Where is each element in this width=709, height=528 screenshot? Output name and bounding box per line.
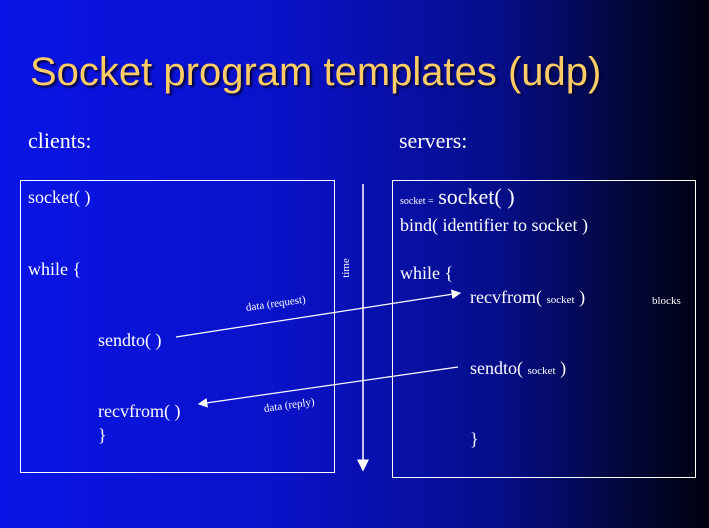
server-recvfrom-arg: socket <box>546 294 575 306</box>
request-arrow <box>175 289 462 338</box>
client-while: while { <box>28 259 82 279</box>
server-blocks-note: blocks <box>652 295 681 307</box>
server-bind: bind( identifier to socket ) <box>400 215 588 235</box>
clients-heading: clients: <box>28 128 92 153</box>
server-recvfrom-open: recvfrom( <box>470 287 542 307</box>
server-recvfrom-close: ) <box>579 287 586 307</box>
server-box <box>392 180 696 478</box>
server-recvfrom-line: recvfrom( socket ) <box>470 287 585 310</box>
slide-title: Socket program templates (udp) <box>30 50 602 94</box>
servers-heading: servers: <box>399 128 468 153</box>
server-socket-line: socket = socket( ) <box>400 184 515 212</box>
client-sendto: sendto( ) <box>98 330 162 350</box>
server-socket-call: socket( ) <box>438 184 515 209</box>
client-socket: socket( ) <box>28 187 91 207</box>
server-sendto-arg: socket <box>527 365 556 377</box>
server-while: while { <box>400 263 454 283</box>
server-sendto-open: sendto( <box>470 358 523 378</box>
client-close-brace: } <box>98 425 107 445</box>
client-box <box>20 180 335 473</box>
client-recvfrom: recvfrom( ) <box>98 401 181 421</box>
time-label: time <box>339 258 352 278</box>
reply-arrow <box>197 366 459 408</box>
server-close-brace: } <box>470 429 479 449</box>
server-sendto-line: sendto( socket ) <box>470 358 566 381</box>
server-socket-prefix: socket = <box>400 196 434 207</box>
server-sendto-close: ) <box>560 358 567 378</box>
